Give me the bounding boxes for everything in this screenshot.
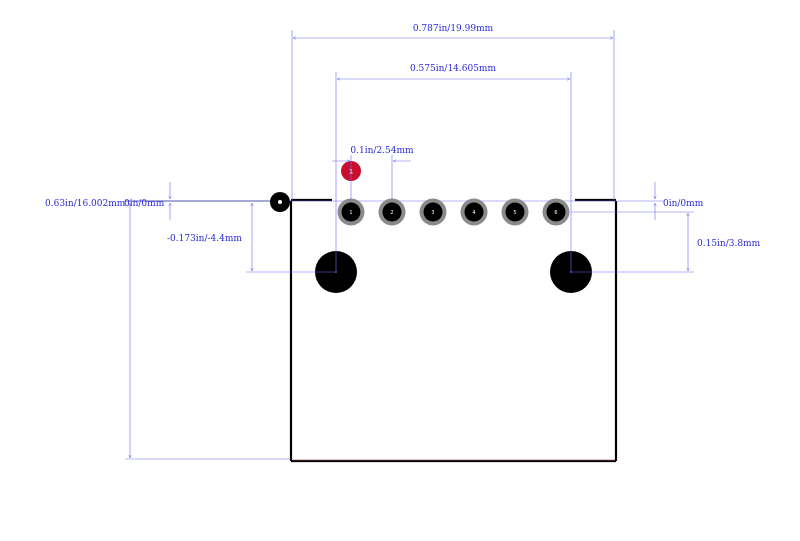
pin-pad-5: 5 [501, 198, 529, 226]
pin-row: 1 2 3 4 5 6 [337, 198, 570, 226]
mounting-holes [315, 251, 592, 293]
pin-label: 4 [472, 210, 475, 216]
pin-label: 6 [554, 210, 557, 216]
pin-pad-1: 1 [337, 198, 365, 226]
pin-pad-3: 3 [419, 198, 447, 226]
pin-label: 3 [431, 210, 434, 216]
dim-pin-pitch: 0.1in/2.54mm [350, 146, 414, 156]
dimension-lines [125, 30, 694, 460]
dimension-labels: 0.787in/19.99mm 0.575in/14.605mm 0.1in/2… [45, 24, 761, 249]
dim-mount-hole-spacing: 0.575in/14.605mm [410, 64, 496, 74]
pin-label: 2 [390, 210, 393, 216]
origin-marker-icon [270, 192, 290, 212]
pin-pad-6: 6 [542, 198, 570, 226]
pin-label: 1 [349, 210, 352, 216]
pin-pad-2: 2 [378, 198, 406, 226]
dim-total-height: 0.63in/16.002mm [45, 199, 126, 209]
dim-origin-left: 0in/0mm [124, 199, 165, 209]
pin-pad-4: 4 [460, 198, 488, 226]
pin-label: 5 [513, 210, 516, 216]
dim-hole-offset-left: -0.173in/-4.4mm [167, 234, 242, 244]
dim-origin-right: 0in/0mm [663, 199, 704, 209]
dim-hole-offset-right: 0.15in/3.8mm [697, 239, 761, 249]
component-outline [289, 198, 618, 463]
dim-overall-width: 0.787in/19.99mm [413, 24, 494, 34]
